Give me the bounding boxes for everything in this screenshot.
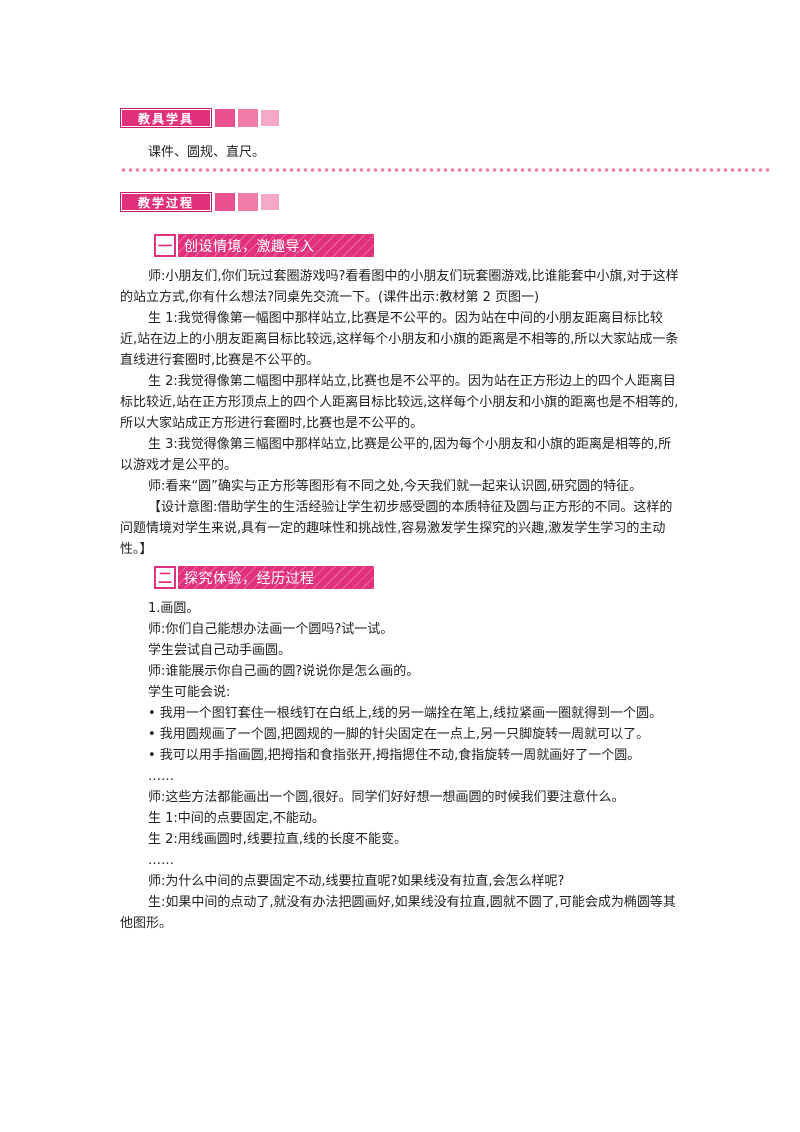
design-note: 【设计意图:借助学生的生活经验让学生初步感受圆的本质特征及圆与正方形的不同。这样…	[120, 500, 673, 557]
decor-square	[215, 193, 235, 211]
tools-content: 课件、圆规、直尺。	[148, 145, 266, 160]
decor-square	[261, 194, 279, 210]
line: 生:如果中间的点动了,就没有办法把圆画好,如果线没有拉直,圆就不圆了,可能会成为…	[120, 895, 676, 931]
paragraph: 生 1:我觉得像第一幅图中那样站立,比赛是不公平的。因为站在中间的小朋友距离目标…	[120, 311, 679, 368]
bullet-item: • 我可以用手指画圆,把拇指和食指张开,拇指摁住不动,食指旋转一周就画好了一个圆…	[148, 748, 641, 763]
tools-content-block: 课件、圆规、直尺。	[120, 142, 680, 163]
line: 生 1:中间的点要固定,不能动。	[148, 811, 325, 826]
ellipsis: ……	[148, 853, 174, 868]
paragraph: 生 2:我觉得像第二幅图中那样站立,比赛也是不公平的。因为站在正方形边上的四个人…	[120, 374, 679, 431]
ellipsis: ……	[148, 769, 174, 784]
bullet-item: • 我用圆规画了一个圆,把圆规的一脚的针尖固定在一点上,另一只脚旋转一周就可以了…	[148, 727, 650, 742]
part2-content: 1.画圆。 师:你们自己能想办法画一个圆吗?试一试。 学生尝试自己动手画圆。 师…	[120, 598, 680, 934]
line: 学生尝试自己动手画圆。	[148, 643, 292, 658]
section-header-process: 教学过程	[120, 192, 279, 212]
paragraph: 师:小朋友们,你们玩过套圈游戏吗?看看图中的小朋友们玩套圈游戏,比谁能套中小旗,…	[120, 269, 679, 305]
section-header-tools: 教具学具	[120, 108, 279, 128]
line: 师:谁能展示你自己画的圆?说说你是怎么画的。	[148, 664, 420, 679]
line: 1.画圆。	[148, 601, 200, 616]
part1-title: 创设情境，激趣导入	[178, 234, 374, 257]
part1-banner: 一 创设情境，激趣导入	[154, 234, 374, 257]
paragraph: 生 3:我觉得像第三幅图中那样站立,比赛是公平的,因为每个小朋友和小旗的距离是相…	[120, 437, 672, 473]
part1-content: 师:小朋友们,你们玩过套圈游戏吗?看看图中的小朋友们玩套圈游戏,比谁能套中小旗,…	[120, 266, 680, 560]
part2-number: 二	[154, 566, 176, 589]
decor-square	[215, 109, 235, 127]
part2-title: 探究体验，经历过程	[178, 566, 374, 589]
dotted-divider	[120, 166, 770, 174]
section-tag-process: 教学过程	[120, 192, 212, 212]
bullet-item: • 我用一个图钉套住一根线钉在白纸上,线的另一端拴在笔上,线拉紧画一圈就得到一个…	[148, 706, 663, 721]
line: 师:这些方法都能画出一个圆,很好。同学们好好想一想画圆的时候我们要注意什么。	[148, 790, 625, 805]
decor-square	[261, 110, 279, 126]
line: 师:为什么中间的点要固定不动,线要拉直呢?如果线没有拉直,会怎么样呢?	[148, 874, 565, 889]
line: 生 2:用线画圆时,线要拉直,线的长度不能变。	[148, 832, 408, 847]
decor-square	[238, 109, 258, 127]
paragraph: 师:看来“圆”确实与正方形等图形有不同之处,今天我们就一起来认识圆,研究圆的特征…	[148, 479, 643, 494]
part2-banner: 二 探究体验，经历过程	[154, 566, 374, 589]
decor-square	[238, 193, 258, 211]
section-tag-tools: 教具学具	[120, 108, 212, 128]
line: 师:你们自己能想办法画一个圆吗?试一试。	[148, 622, 394, 637]
part1-number: 一	[154, 234, 176, 257]
line: 学生可能会说:	[148, 685, 231, 700]
